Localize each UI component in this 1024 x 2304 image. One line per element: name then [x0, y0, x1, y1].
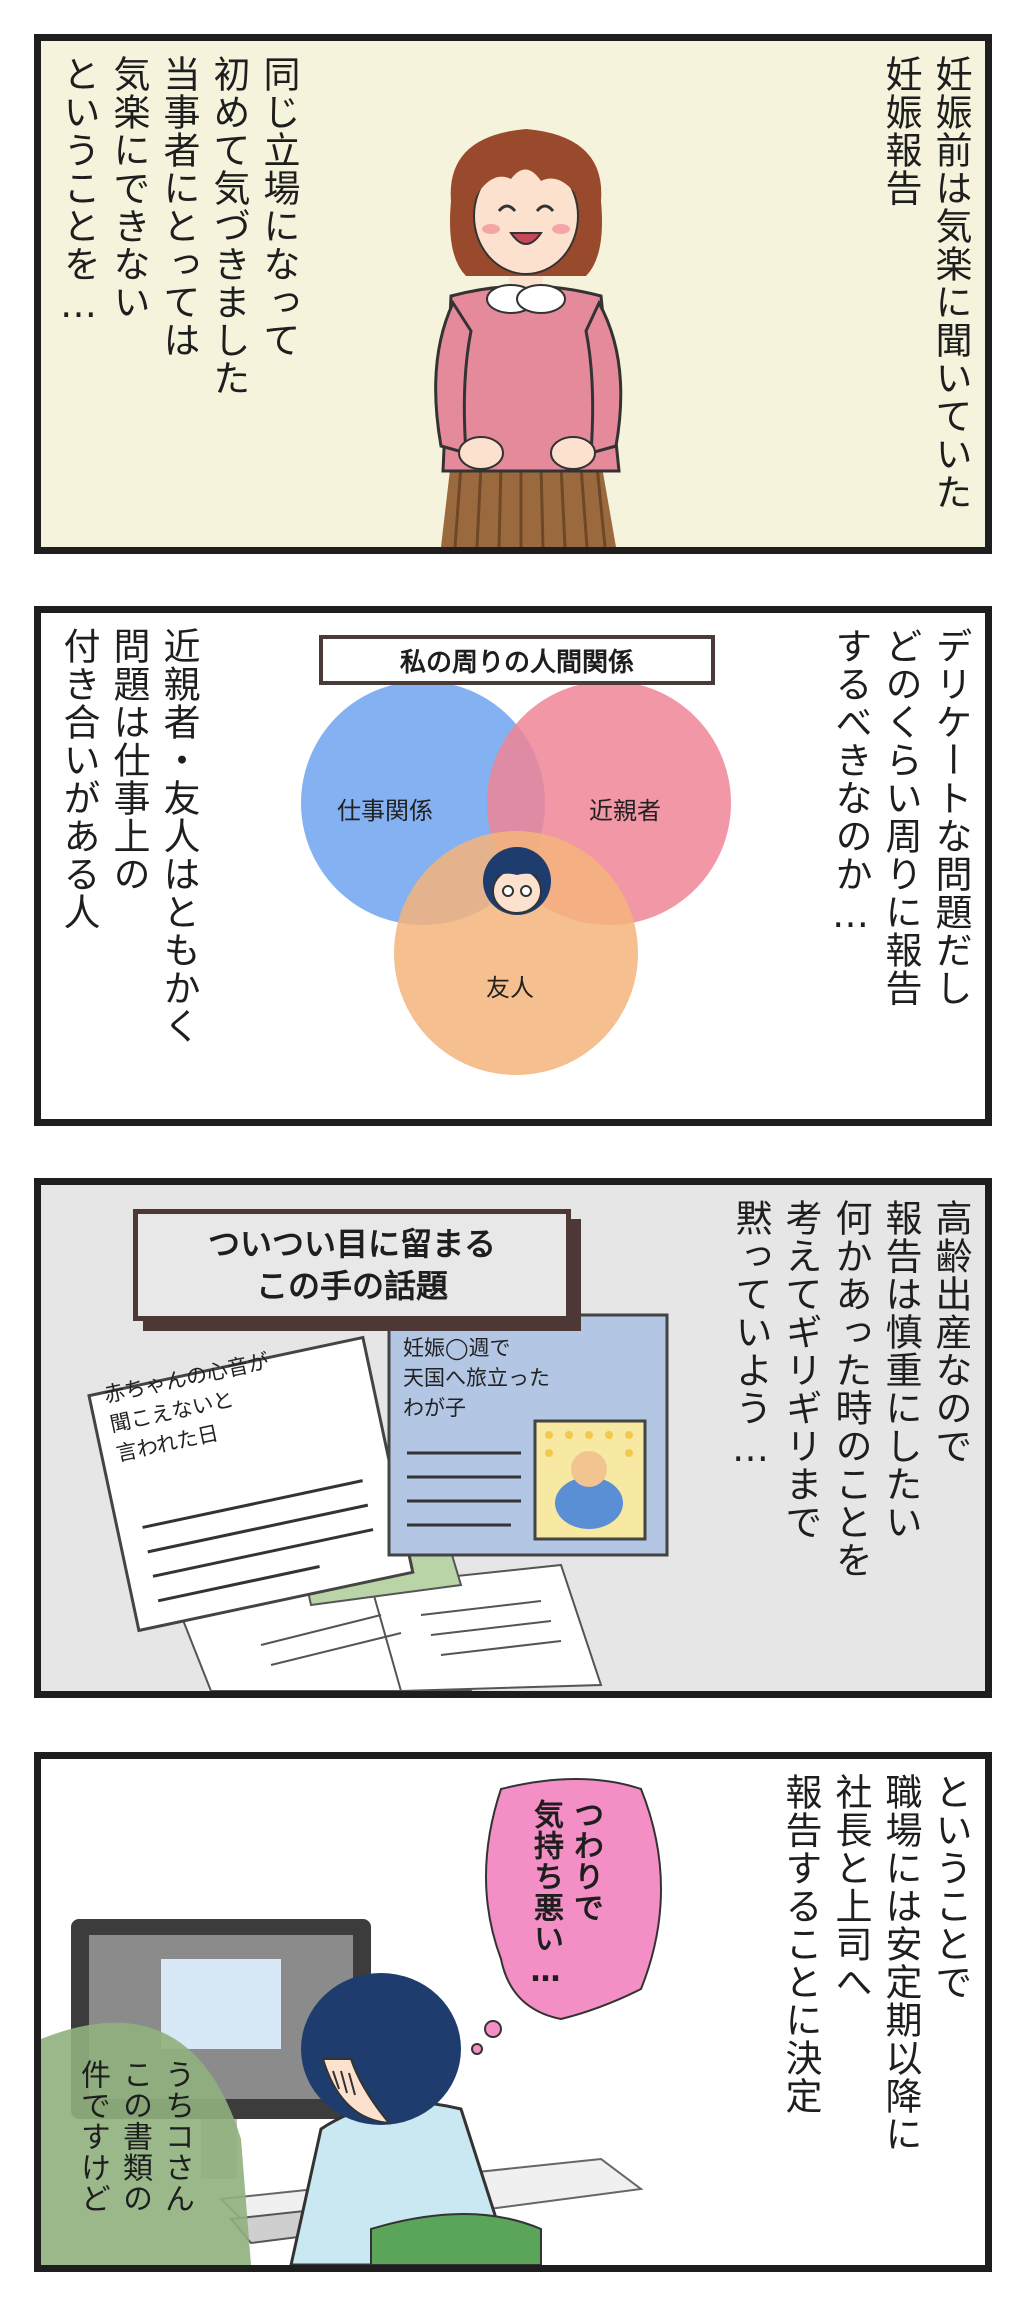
comic-panel-4: つわりで 気持ち悪い… うちコさん この書類の 件ですけど ということで 職場に… [34, 1752, 992, 2272]
narration-left: 近親者・友人はともかく 問題は仕事上の 付き合いがある人 [57, 627, 200, 1045]
narration-right: ということで 職場には安定期以降に 社長と上司へ 報告することに決定 [779, 1773, 972, 2153]
narration-right: 妊娠前は気楽に聞いていた 妊娠報告 [879, 55, 972, 511]
comic-panel-2: 私の周りの人間関係 仕事関係 近親者 友人 デリケートな問題だし どのくらい周り… [34, 606, 992, 1126]
woman-smiling-illustration [434, 129, 623, 547]
office-worker-illustration [41, 1778, 662, 2265]
article-right-title: 妊娠◯週で 天国へ旅立った わが子 [403, 1336, 550, 1420]
venn-label-relatives: 近親者 [589, 797, 661, 825]
thought-bubble-text: つわりで 気持ち悪い… [528, 1799, 603, 1990]
colleague-speech: うちコさん この書類の 件ですけど [75, 2059, 194, 2214]
diagram-title: 私の周りの人間関係 [319, 635, 715, 685]
narration-right: 高齢出産なので 報告は慎重にしたい 何かあった時のことを 考えてギリギリまで 黙… [729, 1199, 972, 1579]
narration-left: 同じ立場になって 初めて気づきました 当事者にとっては 気楽にできない というこ… [57, 55, 300, 397]
headline-line-2: この手の話題 [255, 1267, 448, 1305]
scattered-articles-illustration [87, 1313, 669, 1691]
venn-label-friends: 友人 [486, 974, 534, 1002]
comic-panel-3: ついつい目に留まる この手の話題 赤ちゃんの心音が 聞こえないと 言われた日 妊… [34, 1178, 992, 1698]
thought-bubble [485, 1778, 662, 2021]
comic-panel-1: 妊娠前は気楽に聞いていた 妊娠報告 同じ立場になって 初めて気づきました 当事者… [34, 34, 992, 554]
headline-box: ついつい目に留まる この手の話題 [133, 1209, 571, 1321]
narration-right: デリケートな問題だし どのくらい周りに報告 するべきなのか… [829, 627, 972, 1007]
venn-diagram [301, 681, 731, 1075]
venn-circle-friends [394, 831, 638, 1075]
venn-label-work: 仕事関係 [337, 797, 433, 825]
headline-line-1: ついつい目に留まる [207, 1225, 496, 1263]
